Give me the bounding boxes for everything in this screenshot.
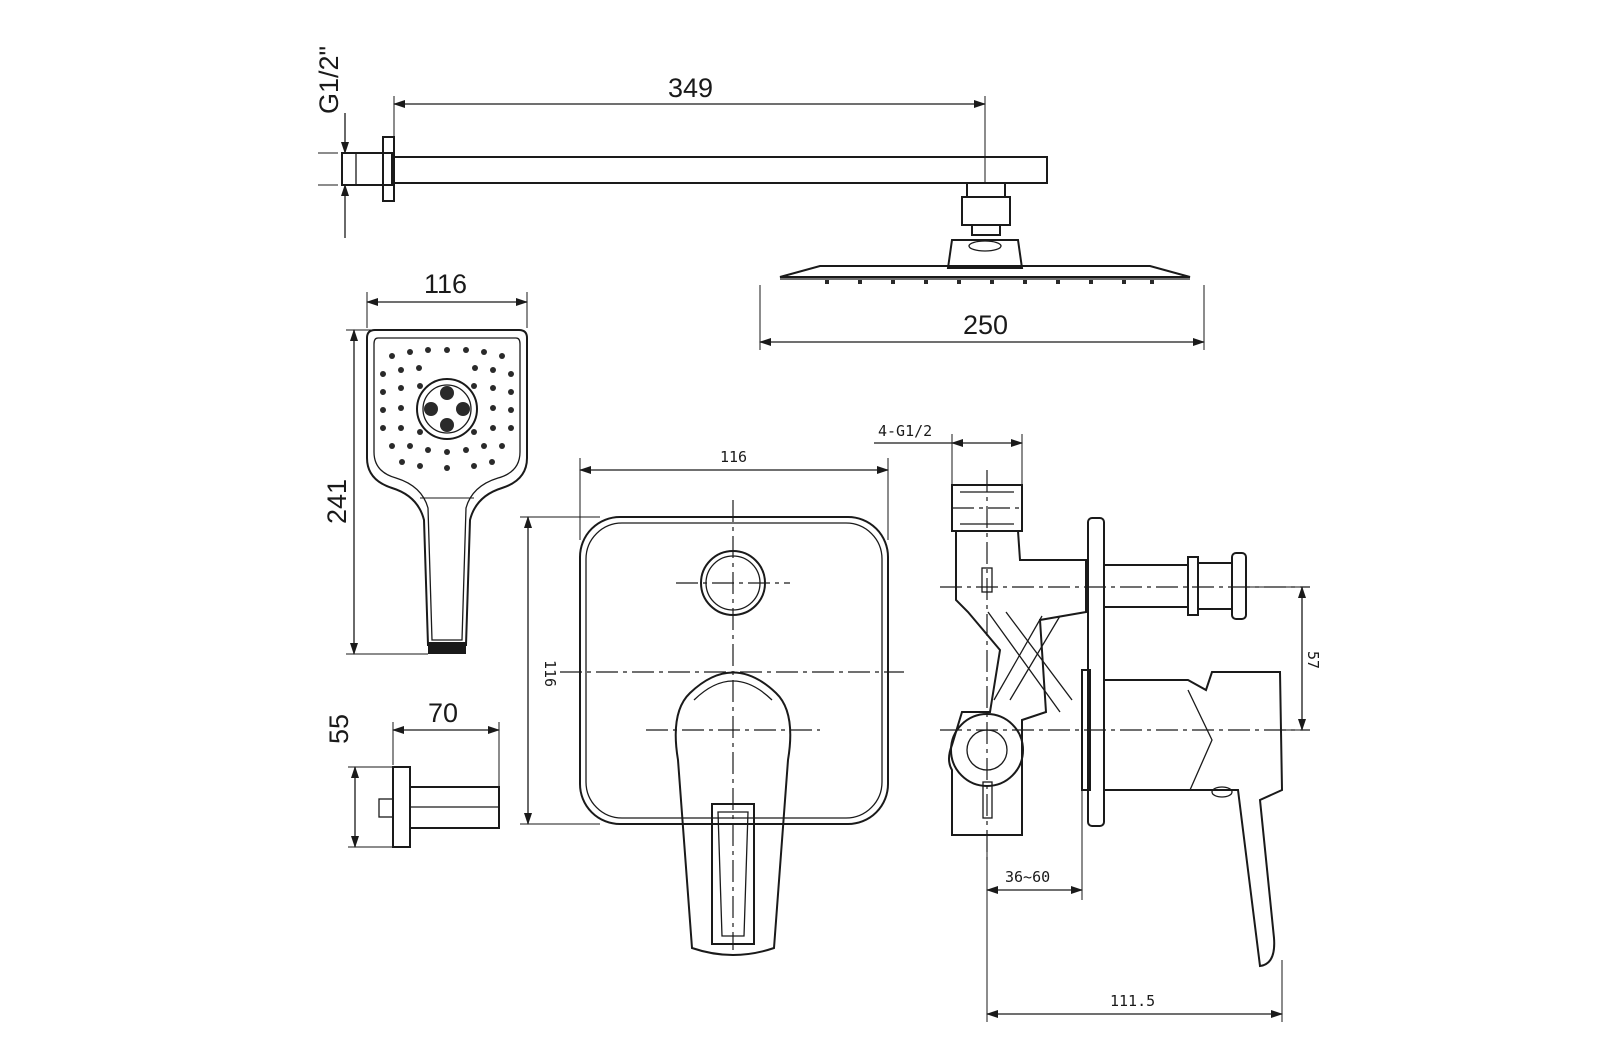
axis-spacing-label: 57 [1304,651,1322,669]
mixer-front-view: 116 116 [520,448,904,956]
arm-length-label: 349 [668,73,713,103]
outlet-height-label: 55 [324,714,354,744]
outlet-depth-label: 70 [428,698,458,728]
inlet-thread-label: 4-G1/2 [878,422,932,440]
spray-holes [380,347,514,471]
install-depth-label: 36~60 [1005,868,1050,886]
hand-shower-view: 116 241 [322,269,528,655]
nozzle-row [825,280,1154,284]
mixer-side-view: 4-G1/2 57 36~60 111.5 [874,422,1322,1022]
hand-length-label: 241 [322,479,352,524]
hand-width-label: 116 [424,269,467,299]
head-width-label: 250 [963,310,1008,340]
total-depth-label: 111.5 [1110,992,1155,1010]
thread-size-label: G1/2" [314,46,344,114]
wall-outlet-view: 70 55 [324,698,500,848]
plate-height-label: 116 [541,660,559,687]
plate-width-label: 116 [720,448,747,466]
overhead-shower-view: G1/2" 349 250 [314,46,1205,350]
